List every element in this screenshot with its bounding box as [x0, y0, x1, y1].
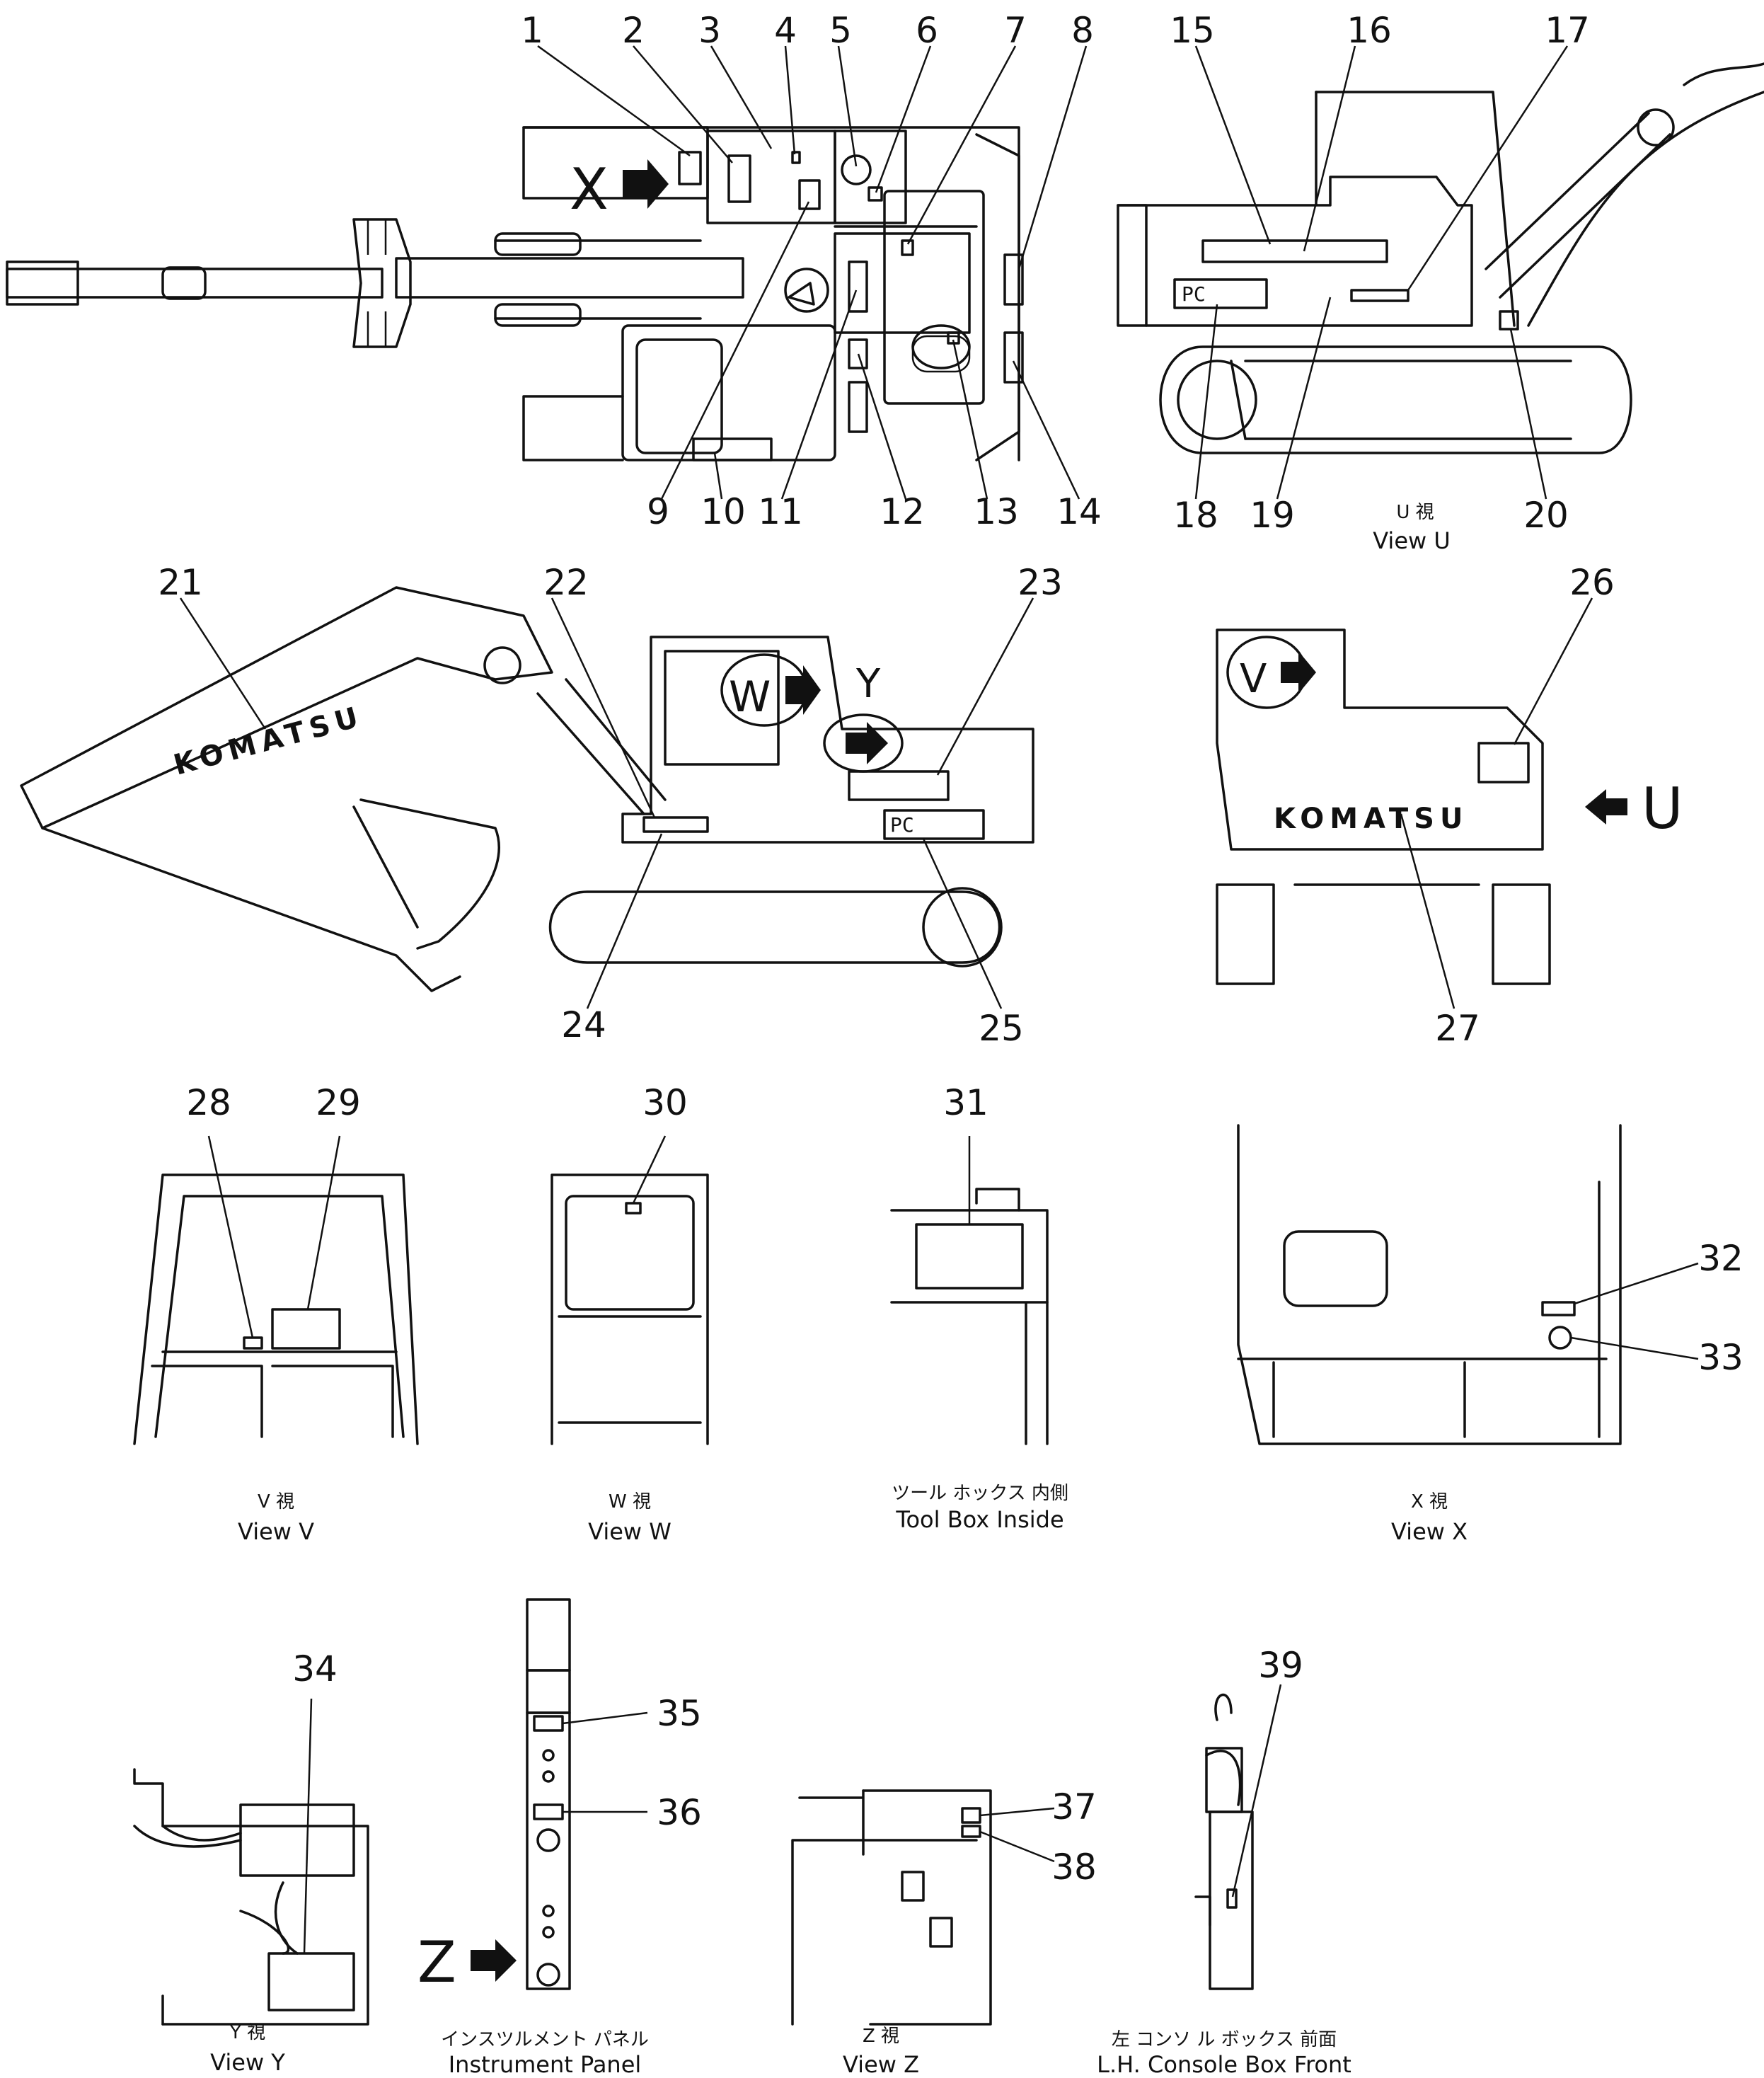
toolbox-drawing	[890, 1188, 1049, 1445]
callout-14: 14	[1056, 491, 1102, 532]
view-y-drawing	[133, 1768, 369, 2026]
callout-19: 19	[1250, 495, 1295, 536]
callout-1: 1	[521, 10, 543, 51]
callout-13: 13	[974, 491, 1019, 532]
callout-2: 2	[622, 10, 645, 51]
view-u-drawing: PC	[1117, 62, 1764, 454]
callout-27: 27	[1435, 1008, 1480, 1049]
console-drawing	[1194, 1693, 1254, 1990]
callout-32: 32	[1698, 1238, 1743, 1279]
callout-12: 12	[880, 491, 925, 532]
callout-numbers: 1 2 3 4 5 6 7 8 9 10 11 12 13 14 15 16 1…	[158, 10, 1743, 1888]
callout-37: 37	[1051, 1786, 1097, 1827]
callout-4: 4	[774, 10, 797, 51]
callout-28: 28	[186, 1082, 231, 1123]
view-x-marker: X	[570, 156, 609, 222]
callout-29: 29	[316, 1082, 361, 1123]
view-x-caption: View X	[1391, 1518, 1468, 1545]
callout-36: 36	[657, 1792, 702, 1833]
panel-caption-jp: インスツルメント パネル	[441, 2029, 649, 2050]
view-y-marker: Y	[855, 661, 881, 707]
callout-26: 26	[1569, 562, 1615, 603]
callout-20: 20	[1523, 495, 1569, 536]
view-w-drawing	[550, 1173, 709, 1445]
komatsu-counterweight-decal: KOMATSU	[1274, 803, 1468, 835]
side-view-drawing: PC KOMATSU W Y	[20, 586, 1034, 992]
view-u-caption-jp: U 視	[1396, 502, 1434, 523]
callout-38: 38	[1051, 1847, 1097, 1888]
instrument-panel-drawing: Z	[417, 1598, 571, 1995]
callout-16: 16	[1347, 10, 1392, 51]
view-x-caption-jp: X 視	[1411, 1491, 1448, 1512]
toolbox-caption: Tool Box Inside	[895, 1506, 1063, 1533]
callout-30: 30	[642, 1082, 688, 1123]
view-w-marker: W	[729, 672, 771, 722]
callout-39: 39	[1258, 1645, 1303, 1686]
view-v-marker: V	[1240, 656, 1267, 702]
callout-35: 35	[657, 1693, 702, 1734]
plan-view-drawing	[6, 126, 1024, 461]
view-z-caption-jp: Z 視	[863, 2026, 899, 2047]
view-x-drawing	[1237, 1124, 1622, 1445]
callout-3: 3	[698, 10, 721, 51]
view-w-caption: View W	[588, 1518, 671, 1545]
view-z-caption: View Z	[843, 2051, 919, 2078]
view-v-caption-jp: V 視	[258, 1491, 294, 1512]
callout-24: 24	[561, 1004, 606, 1045]
callout-7: 7	[1004, 10, 1027, 51]
callout-25: 25	[979, 1008, 1024, 1049]
callout-18: 18	[1173, 495, 1218, 536]
rear-view-drawing: V KOMATSU U	[1216, 628, 1683, 985]
view-y-caption-jp: Y 視	[229, 2022, 265, 2043]
callout-11: 11	[758, 491, 803, 532]
callout-23: 23	[1018, 562, 1063, 603]
view-z-marker: Z	[417, 1929, 456, 1995]
view-w-caption-jp: W 視	[609, 1491, 651, 1512]
callout-33: 33	[1698, 1337, 1743, 1378]
callout-9: 9	[647, 491, 669, 532]
view-v-drawing	[133, 1173, 419, 1445]
callout-10: 10	[701, 491, 746, 532]
pc-model-decal-side: PC	[890, 813, 914, 837]
view-u-caption: View U	[1373, 527, 1451, 554]
view-u-marker: U	[1642, 776, 1683, 842]
callout-21: 21	[158, 562, 203, 603]
leader-lines	[179, 45, 1699, 1954]
view-v-caption: View V	[238, 1518, 314, 1545]
toolbox-caption-jp: ツール ホックス 内側	[892, 1483, 1068, 1504]
komatsu-boom-decal: KOMATSU	[171, 700, 367, 782]
pc-model-decal: PC	[1182, 282, 1206, 306]
captions: U 視 View U V 視 View V W 視 View W ツール ホック…	[210, 502, 1468, 2078]
callout-8: 8	[1071, 10, 1094, 51]
panel-caption: Instrument Panel	[449, 2051, 642, 2078]
callout-34: 34	[292, 1648, 338, 1689]
callout-15: 15	[1170, 10, 1215, 51]
callout-6: 6	[916, 10, 938, 51]
view-y-caption: View Y	[210, 2049, 285, 2076]
callout-31: 31	[943, 1082, 988, 1123]
callout-22: 22	[543, 562, 589, 603]
callout-17: 17	[1545, 10, 1590, 51]
console-caption: L.H. Console Box Front	[1097, 2051, 1351, 2078]
callout-5: 5	[829, 10, 852, 51]
view-z-drawing	[791, 1789, 992, 2026]
console-caption-jp: 左 コンソ ル ボックス 前面	[1112, 2029, 1337, 2050]
